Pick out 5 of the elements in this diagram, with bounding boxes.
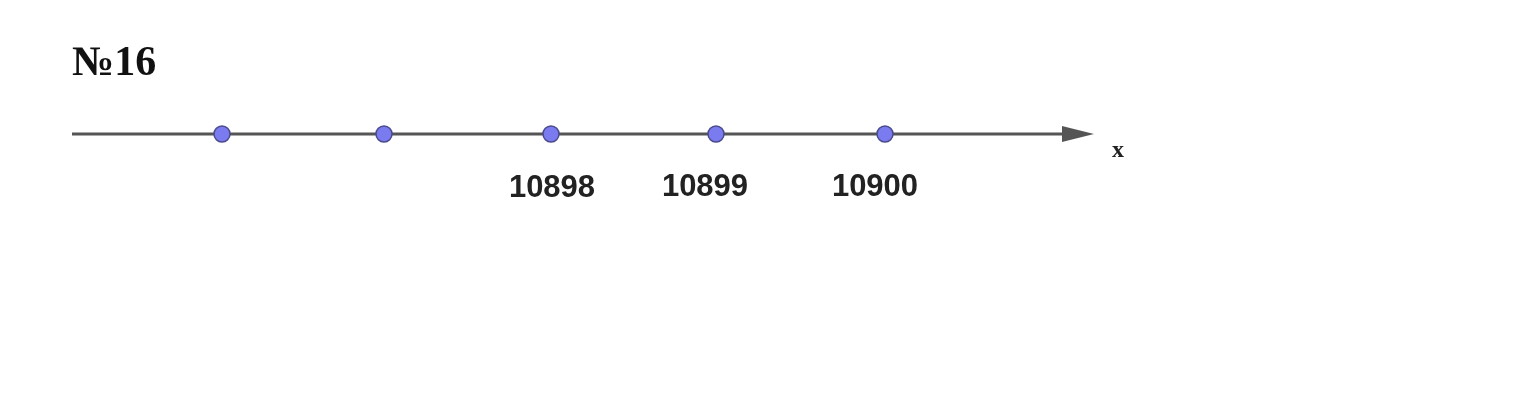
- axis-label: x: [1112, 137, 1124, 161]
- tick-value: 10899: [661, 170, 749, 201]
- problem-number: №16: [72, 40, 157, 82]
- tick-value: 10900: [831, 170, 919, 201]
- tick-value: 10898: [508, 171, 596, 202]
